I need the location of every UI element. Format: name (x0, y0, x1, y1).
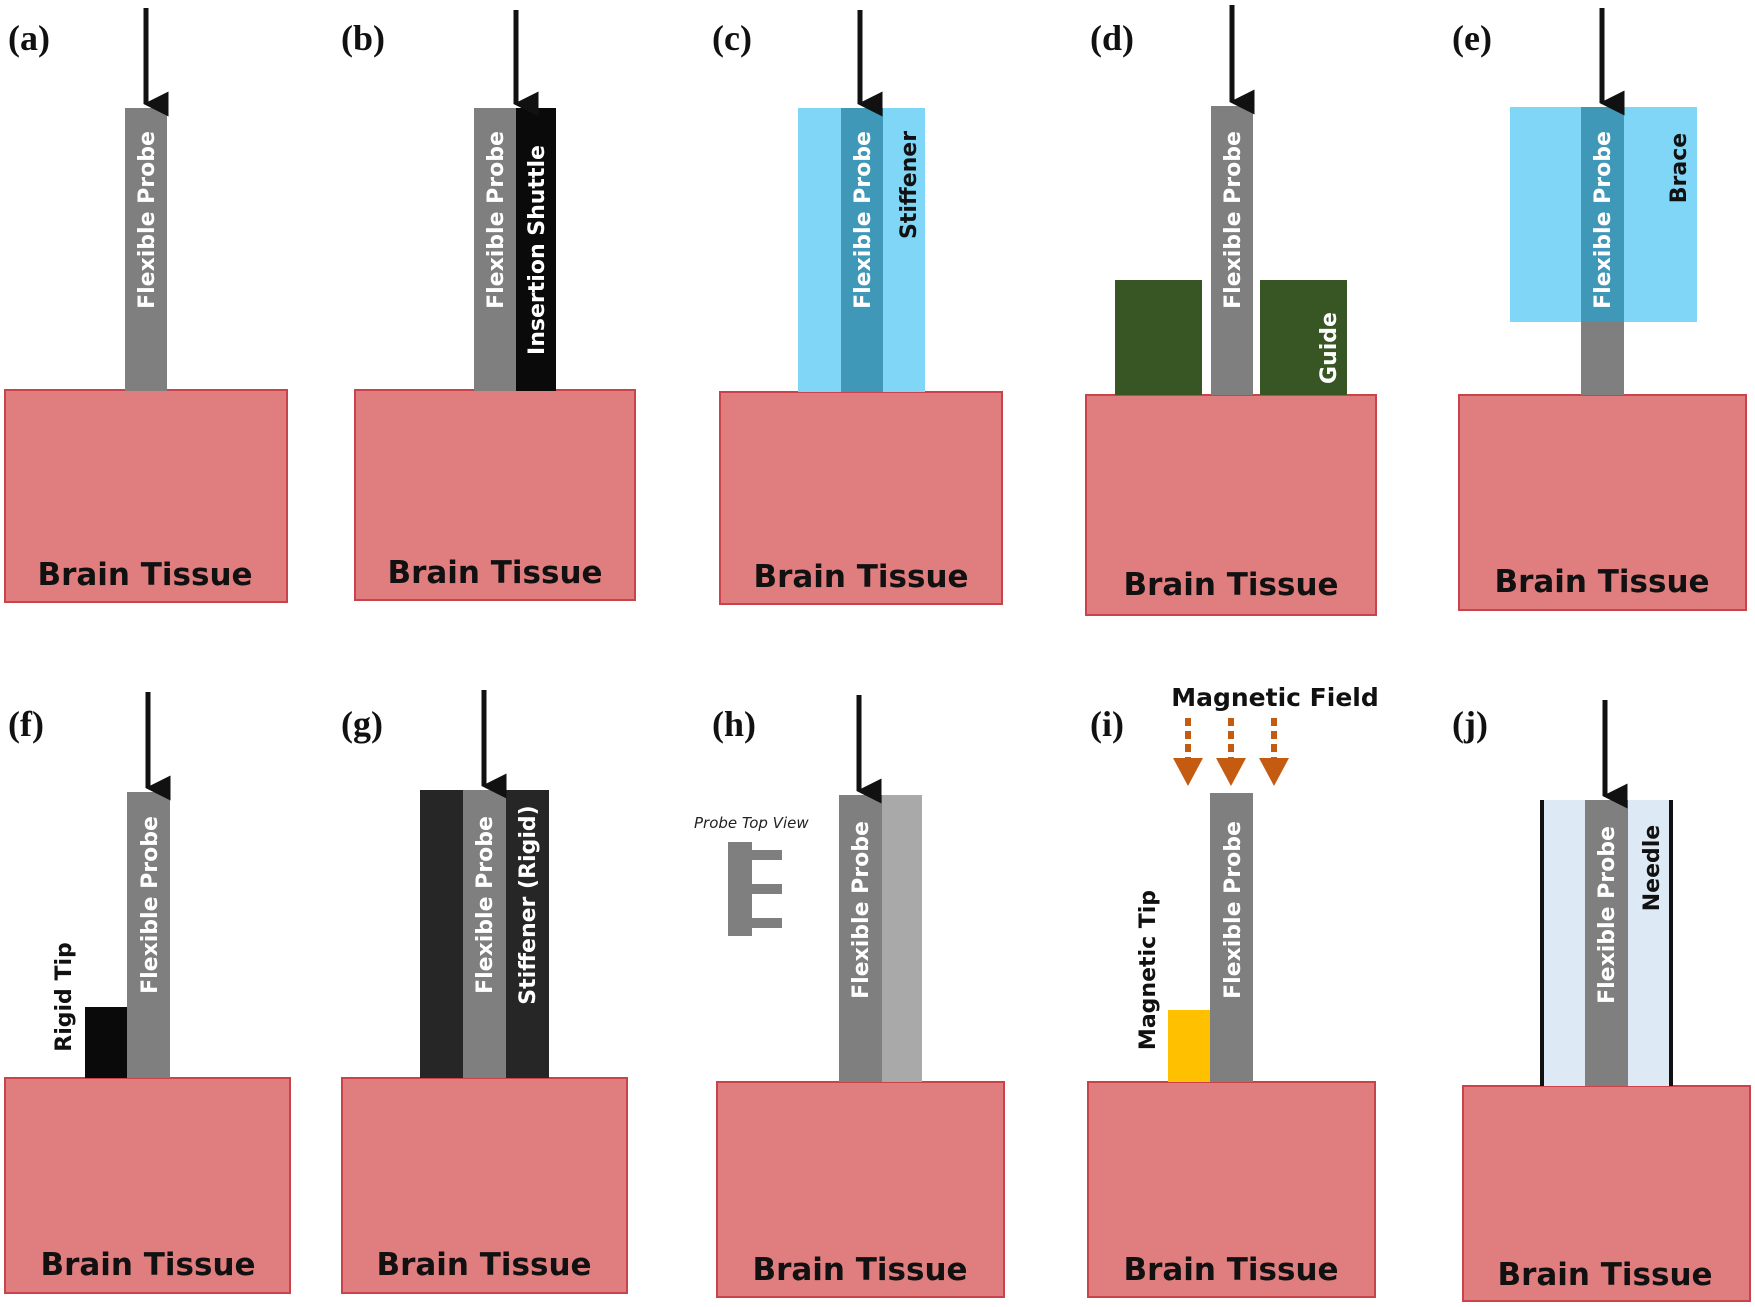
flexible-probe-label: Flexible Probe (135, 131, 160, 309)
flexible-probe-label: Flexible Probe (138, 816, 163, 994)
flexible-probe-label: Flexible Probe (473, 816, 498, 994)
rigid-tip-label: Rigid Tip (52, 942, 77, 1051)
brain-tissue-label: Brain Tissue (1123, 567, 1338, 603)
brain-tissue-block (719, 391, 1003, 605)
panel-label-f: (f) (8, 704, 44, 744)
brain-tissue-block (4, 1077, 291, 1294)
panel-b: (b) Brain Tissue Flexible Probe Insertio… (341, 10, 636, 601)
guide-right (1260, 280, 1347, 395)
flexible-probe-label: Flexible Probe (1595, 826, 1620, 1004)
brain-tissue-label: Brain Tissue (376, 1247, 591, 1283)
brain-tissue-block (1458, 394, 1747, 611)
flexible-probe-label: Flexible Probe (1221, 131, 1246, 309)
brain-tissue-label: Brain Tissue (753, 559, 968, 595)
rigid-stiffener-left (420, 790, 463, 1078)
magnetic-tip (1168, 1010, 1210, 1082)
brain-tissue-block (1087, 1081, 1376, 1298)
panel-d: (d) Brain Tissue Flexible Probe Guide (1085, 5, 1377, 616)
brain-tissue-label: Brain Tissue (1494, 564, 1709, 600)
panel-label-g: (g) (341, 704, 383, 744)
rigid-tip (85, 1007, 127, 1078)
panel-label-c: (c) (712, 18, 752, 58)
rigid-stiffener-right (506, 790, 549, 1078)
brain-tissue-block (341, 1077, 628, 1294)
insertion-shuttle-label: Insertion Shuttle (525, 145, 550, 355)
brain-tissue-label: Brain Tissue (387, 555, 602, 591)
flexible-probe (1210, 793, 1253, 1082)
panel-f: (f) Brain Tissue Flexible Probe Rigid Ti… (4, 692, 291, 1294)
panel-label-h: (h) (712, 704, 756, 744)
brain-tissue-label: Brain Tissue (1497, 1257, 1712, 1293)
brain-tissue-label: Brain Tissue (1123, 1252, 1338, 1288)
flexible-probe-in-brace (1581, 107, 1624, 322)
flexible-probe-label: Flexible Probe (851, 131, 876, 309)
panel-label-d: (d) (1090, 18, 1134, 58)
flexible-probe (841, 108, 883, 392)
probe-top-view-shape (728, 842, 782, 936)
panel-e: (e) Brain Tissue Flexible Probe Brace (1452, 8, 1747, 611)
panel-label-a: (a) (8, 18, 50, 58)
brain-tissue-label: Brain Tissue (40, 1247, 255, 1283)
magnetic-field-arrow (1259, 718, 1289, 786)
flexible-probe-label: Flexible Probe (1591, 131, 1616, 309)
flexible-probe (1585, 800, 1628, 1086)
panel-j: (j) Brain Tissue Flexible Probe Needle (1452, 700, 1751, 1302)
flexible-probe (463, 790, 506, 1078)
flexible-probe (1211, 106, 1253, 395)
panel-g: (g) Brain Tissue Flexible Probe Stiffene… (341, 690, 628, 1294)
rigid-stiffener-label: Stiffener (Rigid) (516, 805, 541, 1004)
probe-top-view-label: Probe Top View (694, 814, 809, 832)
magnetic-field-label: Magnetic Field (1171, 683, 1379, 712)
brain-tissue-label: Brain Tissue (752, 1252, 967, 1288)
flexible-probe-label: Flexible Probe (484, 131, 509, 309)
flexible-probe-label: Flexible Probe (1221, 821, 1246, 999)
flexible-probe-side (882, 795, 922, 1082)
guide-left (1115, 280, 1202, 395)
flexible-probe-label: Flexible Probe (849, 821, 874, 999)
panel-label-i: (i) (1090, 704, 1124, 744)
flexible-probe (125, 108, 167, 391)
panel-c: (c) Brain Tissue Flexible Probe Stiffene… (712, 10, 1003, 605)
brain-tissue-block (1085, 394, 1377, 616)
flexible-probe (839, 795, 882, 1082)
magnetic-field-arrow (1173, 718, 1203, 786)
brain-tissue-block (1462, 1085, 1751, 1302)
insertion-shuttle (516, 108, 556, 391)
guide-label: Guide (1317, 312, 1342, 384)
flexible-probe (474, 108, 516, 391)
panel-a: (a) Brain Tissue Flexible Probe (4, 8, 288, 603)
brain-tissue-label: Brain Tissue (37, 557, 252, 593)
panel-label-e: (e) (1452, 18, 1492, 58)
stiffener-label: Stiffener (897, 131, 922, 239)
brace-label: Brace (1667, 133, 1692, 203)
needle-label: Needle (1640, 825, 1665, 911)
magnetic-tip-label: Magnetic Tip (1136, 890, 1161, 1050)
brain-tissue-block (716, 1081, 1005, 1298)
panel-h: (h) Brain Tissue Flexible Probe Probe To… (694, 695, 1005, 1298)
magnetic-field-arrow (1216, 718, 1246, 786)
panel-label-b: (b) (341, 18, 385, 58)
panel-i: (i) Magnetic Field Brain Tissue Flexible… (1087, 683, 1379, 1298)
brain-tissue-block (4, 389, 288, 603)
brain-tissue-block (354, 389, 636, 601)
panel-label-j: (j) (1452, 704, 1488, 744)
flexible-probe (127, 792, 170, 1078)
